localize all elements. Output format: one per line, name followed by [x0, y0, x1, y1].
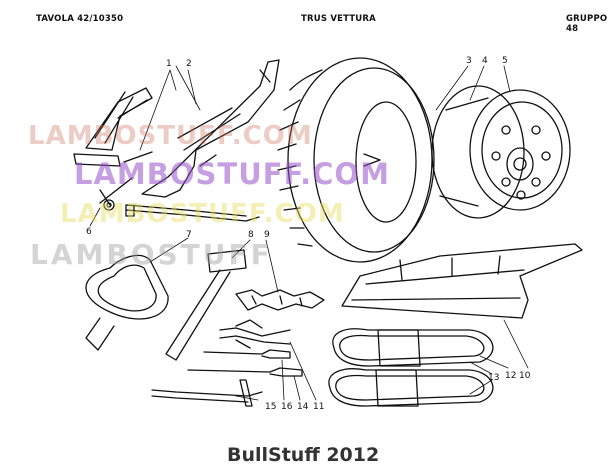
- wheel-rim-illustration: [431, 85, 571, 219]
- jack-illustration: [73, 87, 153, 211]
- callout-4: 4: [482, 56, 488, 66]
- callout-1: 1: [166, 59, 172, 69]
- callout-3: 3: [466, 56, 472, 66]
- callout-15: 15: [265, 402, 277, 412]
- watermark-red: LAMBOSTUFF.COM: [28, 121, 313, 151]
- callout-16: 16: [281, 402, 293, 412]
- footer-credit: BullStuff 2012: [227, 444, 380, 466]
- callout-6: 6: [86, 227, 92, 237]
- wheel-brace-illustration: [125, 204, 260, 222]
- callout-14: 14: [297, 402, 309, 412]
- group-number: GRUPPO 48: [566, 14, 608, 34]
- watermark-purple: LAMBOSTUFF.COM: [74, 157, 390, 191]
- jack-handle-illustration: [141, 59, 280, 198]
- page-title: TRUS VETTURA: [301, 14, 376, 24]
- callout-13: 13: [488, 373, 500, 383]
- callout-8: 8: [248, 230, 254, 240]
- pliers-illustration: [219, 319, 291, 349]
- watermark-grey: LAMBOSTUFF: [30, 238, 273, 271]
- callout-7: 7: [186, 230, 192, 240]
- callout-2: 2: [186, 59, 192, 69]
- callout-12: 12: [505, 371, 517, 381]
- callout-leaders: [89, 65, 529, 401]
- callout-11: 11: [313, 402, 325, 412]
- callout-9: 9: [264, 230, 270, 240]
- callout-10: 10: [519, 371, 531, 381]
- callout-5: 5: [502, 56, 508, 66]
- table-number: TAVOLA 42/10350: [36, 14, 124, 24]
- spanner-set-illustration: [235, 289, 325, 311]
- hammer-illustration: [165, 249, 247, 361]
- screwdriver-2-illustration: [187, 367, 303, 377]
- fan-belt-illustration: [85, 254, 169, 351]
- screwdriver-illustration: [203, 349, 291, 359]
- tool-bag-illustration: [341, 243, 583, 319]
- box-spanner-illustration: [151, 379, 263, 407]
- watermark-yellow: LAMBOSTUFF.COM: [60, 199, 345, 229]
- spare-belts-illustration: [328, 328, 494, 407]
